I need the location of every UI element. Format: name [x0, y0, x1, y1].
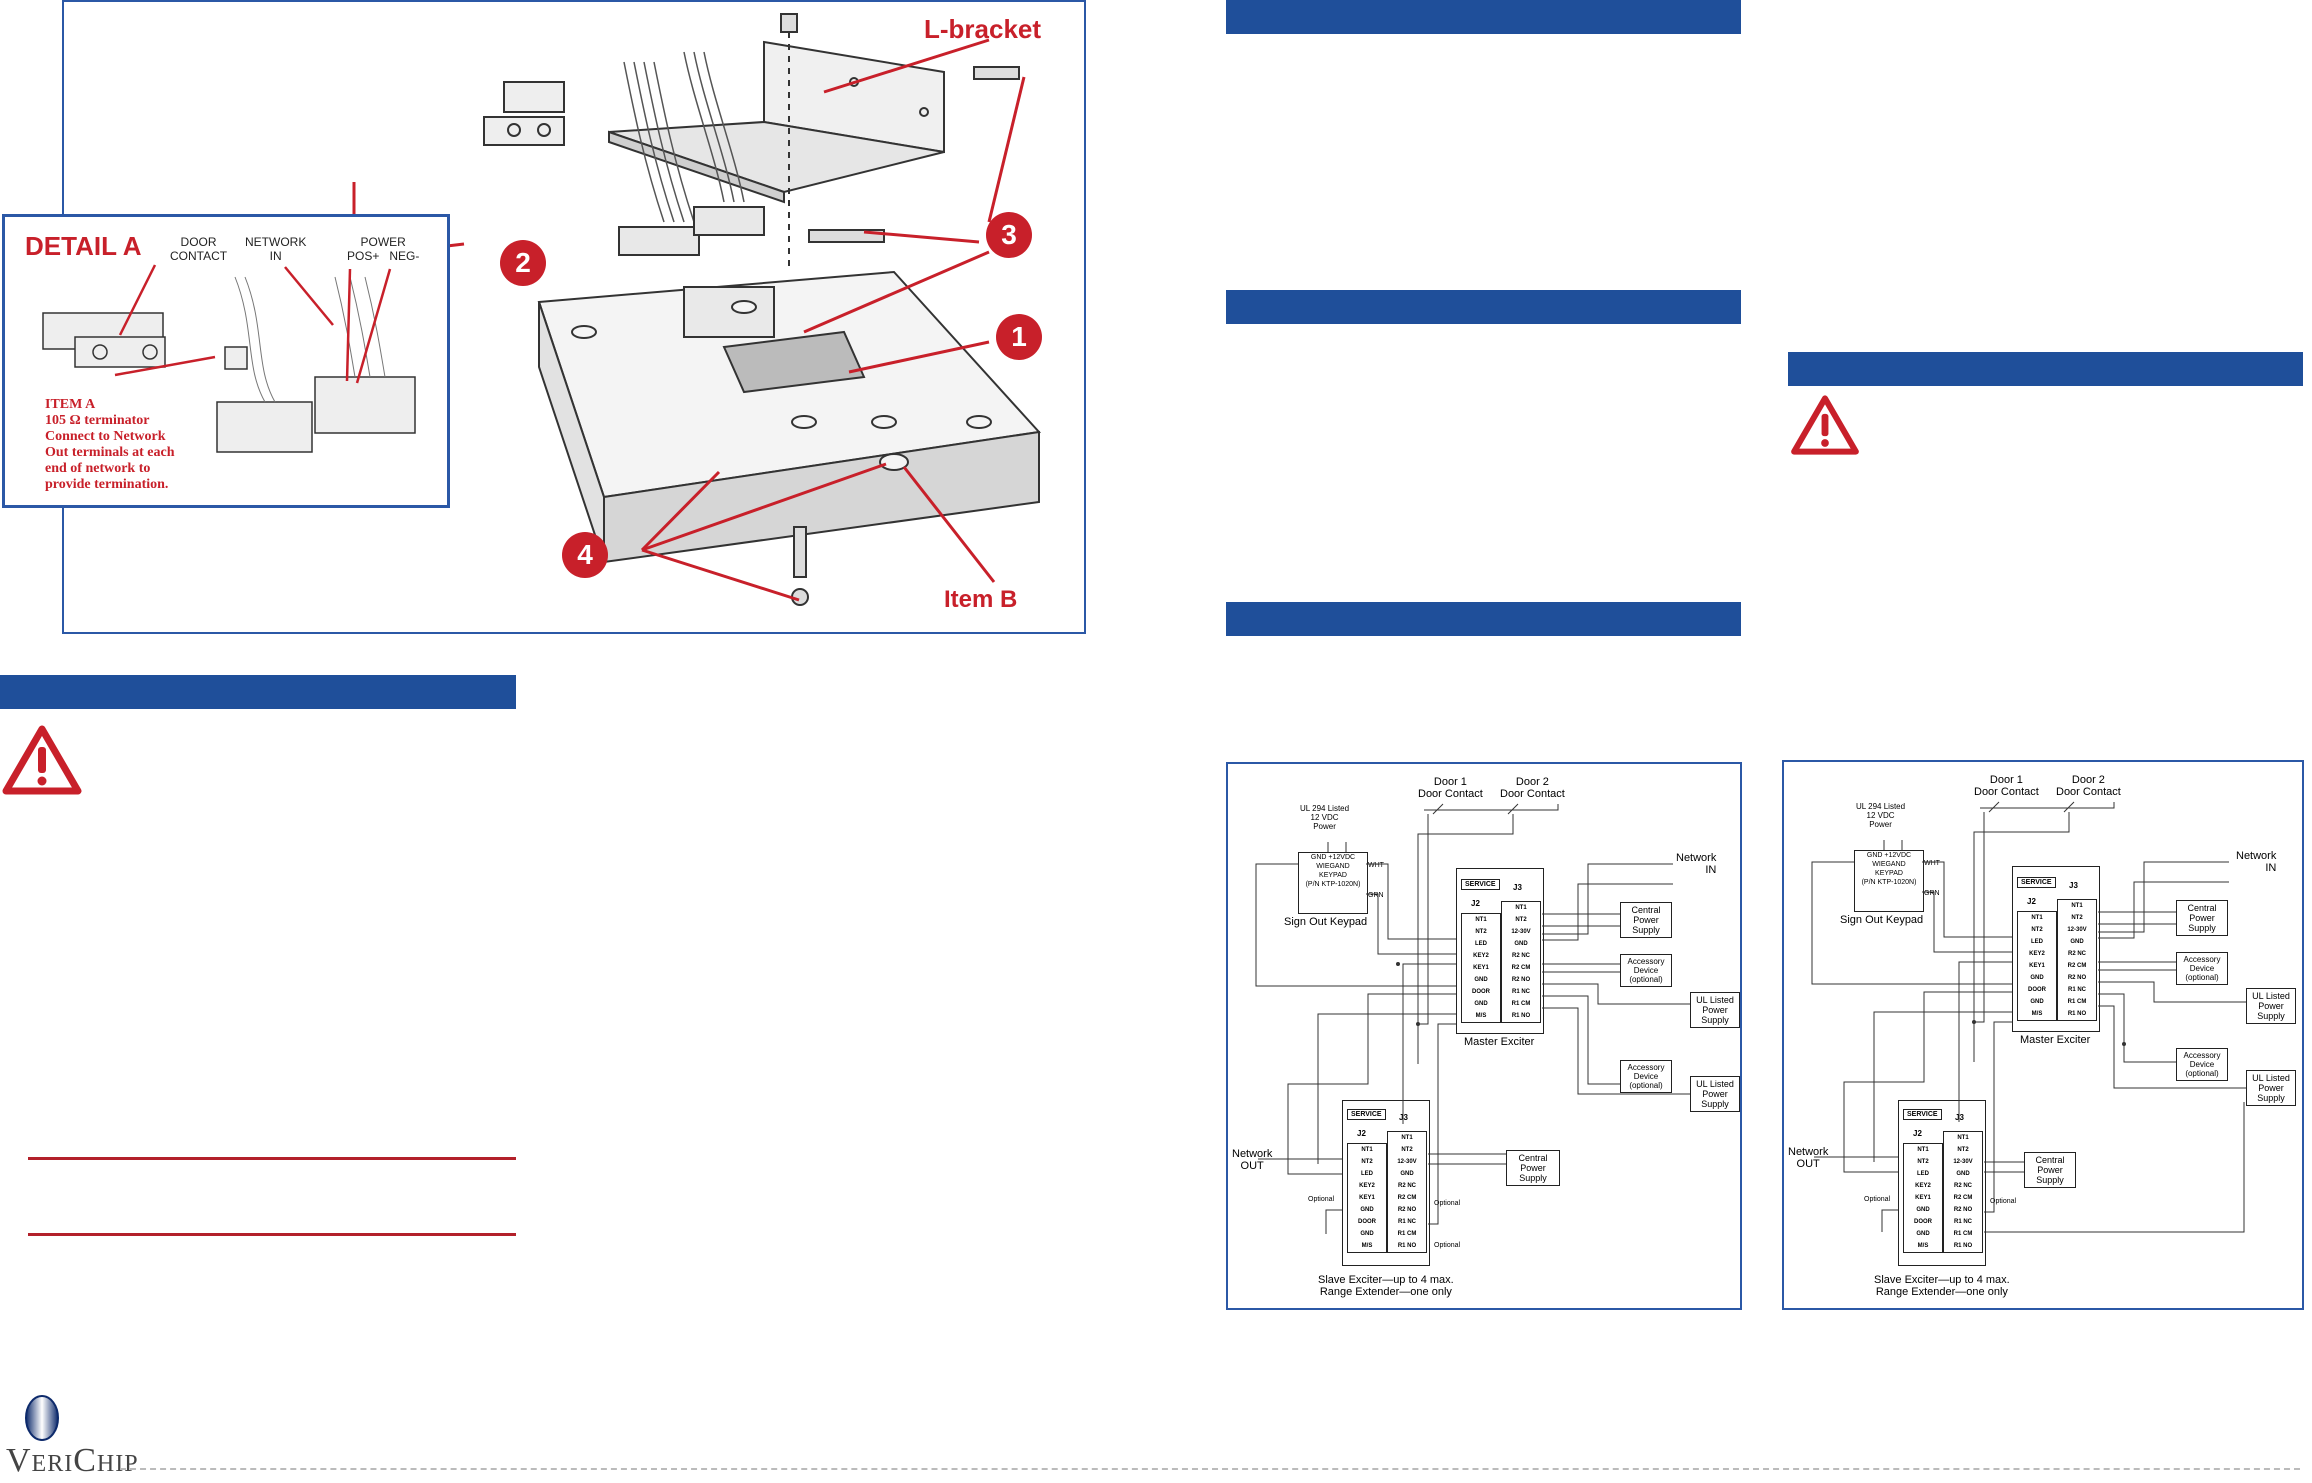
- detail-a-drawing: [42, 264, 416, 453]
- sign-out-keypad-label: Sign Out Keypad: [1840, 914, 1924, 926]
- enclosure-base: [537, 270, 1041, 564]
- j3-label: J3: [1399, 1113, 1408, 1122]
- connectors: [618, 206, 765, 256]
- detail-a-title: DETAIL A: [25, 231, 142, 261]
- optional-label: Optional: [1434, 1200, 1461, 1207]
- j3-label: J3: [1513, 883, 1522, 892]
- j3-label: J3: [2069, 881, 2078, 890]
- l-bracket: [608, 40, 945, 204]
- service-label: SERVICE: [2017, 877, 2056, 888]
- divider-line: [28, 1157, 516, 1160]
- callout-2: 2: [500, 240, 546, 286]
- sign-out-keypad-label: Sign Out Keypad: [1284, 916, 1368, 928]
- callout-3: 3: [986, 212, 1032, 258]
- service-label: SERVICE: [1461, 879, 1500, 890]
- verichip-logo-icon: [25, 1395, 59, 1441]
- callout-1: 1: [996, 314, 1042, 360]
- section-header-bar: [0, 675, 516, 709]
- section-header-bar: [1226, 602, 1741, 636]
- footer-dashed-rule: [120, 1468, 2300, 1470]
- brand-wordmark: VeriChip: [6, 1442, 139, 1479]
- j2-label: J2: [1913, 1129, 1922, 1138]
- item-a-note: ITEM A 105 Ω terminator Connect to Netwo…: [45, 397, 175, 492]
- optional-label: Optional: [1990, 1198, 2017, 1205]
- optional-label: Optional: [1864, 1196, 1891, 1203]
- wht-label: WHT: [1924, 860, 1940, 867]
- section-header-bar: [1226, 0, 1741, 34]
- slave-exciter-label: Slave Exciter—up to 4 max.Range Extender…: [1874, 1274, 2010, 1298]
- item-b-label: Item B: [944, 586, 1018, 613]
- j2-label: J2: [2027, 897, 2036, 906]
- divider-line: [28, 1233, 516, 1236]
- door-contact-part: [483, 81, 565, 146]
- detail-power-label: POWER POS+ NEG-: [347, 235, 420, 263]
- warning-icon: [2, 725, 82, 795]
- service-label: SERVICE: [1347, 1109, 1386, 1120]
- ribbon-cables: [623, 51, 745, 223]
- optional-label: Optional: [1434, 1242, 1461, 1249]
- grn-label: GRN: [1368, 892, 1384, 899]
- warning-icon: [1791, 395, 1859, 455]
- j2-label: J2: [1471, 899, 1480, 908]
- master-exciter-label: Master Exciter: [1464, 1036, 1535, 1048]
- master-exciter-label: Master Exciter: [2020, 1034, 2091, 1046]
- section-header-bar: [1226, 290, 1741, 324]
- j3-label: J3: [1955, 1113, 1964, 1122]
- j2-label: J2: [1357, 1129, 1366, 1138]
- l-bracket-label: L-bracket: [924, 14, 1042, 44]
- wht-label: WHT: [1368, 862, 1384, 869]
- service-label: SERVICE: [1903, 1109, 1942, 1120]
- grn-label: GRN: [1924, 890, 1940, 897]
- section-header-bar: [1788, 352, 2303, 386]
- callout-4: 4: [562, 532, 608, 578]
- slave-exciter-label: Slave Exciter—up to 4 max.Range Extender…: [1318, 1274, 1454, 1298]
- optional-label: Optional: [1308, 1196, 1335, 1203]
- exploded-figure-panel: L-bracket Item B 1 2 3 4: [62, 0, 1086, 634]
